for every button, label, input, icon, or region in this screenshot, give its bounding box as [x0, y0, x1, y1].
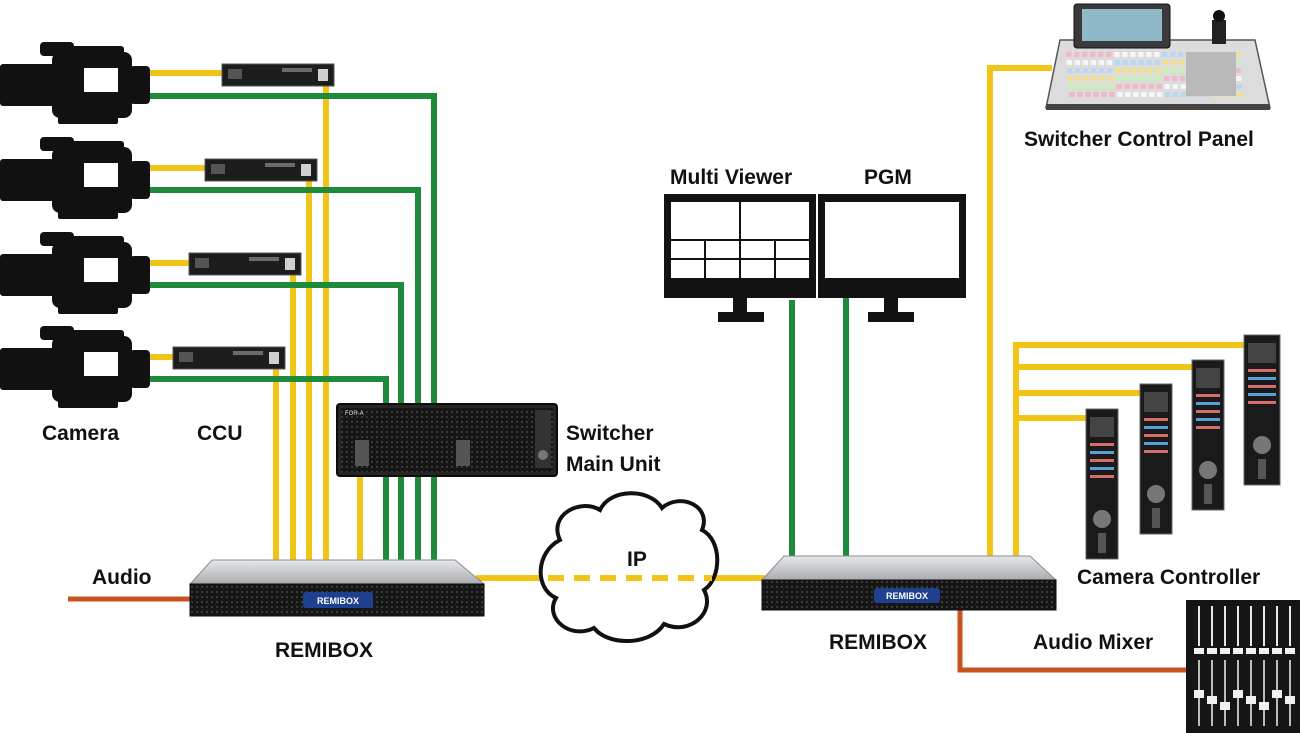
ccu-group — [172, 63, 335, 370]
remibox-left: REMIBOX — [188, 559, 486, 617]
yellow-cables — [150, 65, 1248, 581]
multi-viewer-monitor — [664, 194, 816, 322]
camera-4 — [0, 326, 150, 408]
camera-controller-4 — [1243, 334, 1281, 486]
cable-remibox-cam-controllers — [1013, 342, 1248, 558]
camera-controller-3 — [1191, 359, 1225, 511]
label-remibox-right: REMIBOX — [829, 631, 928, 654]
ctrl-cam2 — [150, 187, 421, 560]
pgm-monitor — [818, 194, 966, 322]
camera-group — [0, 42, 150, 408]
switcher-brand-mark: FOR-A — [345, 411, 364, 417]
remibox-left-badge: REMIBOX — [317, 596, 359, 606]
label-ip: IP — [627, 548, 647, 571]
ip-cloud — [538, 491, 720, 643]
label-switcher-main-line1: Switcher — [566, 422, 654, 445]
ctrl-cam4 — [150, 376, 389, 560]
remibox-right-badge: REMIBOX — [886, 591, 928, 601]
camera-controller-group — [1085, 334, 1281, 560]
audio-mixer-device — [1186, 600, 1300, 733]
ccu-1 — [221, 63, 335, 87]
switcher-main-unit: FOR-A — [336, 403, 558, 477]
camera-controller-2 — [1139, 383, 1173, 535]
camera-3 — [0, 232, 150, 314]
panel-button-grid — [1066, 52, 1243, 97]
label-audio-mixer: Audio Mixer — [1033, 631, 1154, 654]
cable-remibox-control-panel — [987, 65, 1052, 558]
remibox-right: REMIBOX — [760, 555, 1058, 611]
switcher-control-panel-device — [1045, 3, 1271, 110]
camera-controller-1 — [1085, 408, 1119, 560]
ccu-4 — [172, 346, 286, 370]
camera-2 — [0, 137, 150, 219]
label-switcher-control-panel: Switcher Control Panel — [1024, 128, 1254, 151]
label-remibox-left: REMIBOX — [275, 639, 374, 662]
label-camera-controller: Camera Controller — [1077, 566, 1261, 589]
label-ccu: CCU — [197, 422, 243, 445]
audio-mixer-cable — [957, 604, 1190, 673]
label-multi-viewer: Multi Viewer — [670, 166, 793, 189]
label-camera: Camera — [42, 422, 120, 445]
camera-1 — [0, 42, 150, 124]
label-audio: Audio — [92, 566, 152, 589]
ccu-3 — [188, 252, 302, 276]
ccu-2 — [204, 158, 318, 182]
label-switcher-main-line2: Main Unit — [566, 453, 661, 476]
audio-cables — [68, 596, 1190, 673]
mixer-fader-strips — [1194, 606, 1295, 726]
label-pgm: PGM — [864, 166, 912, 189]
